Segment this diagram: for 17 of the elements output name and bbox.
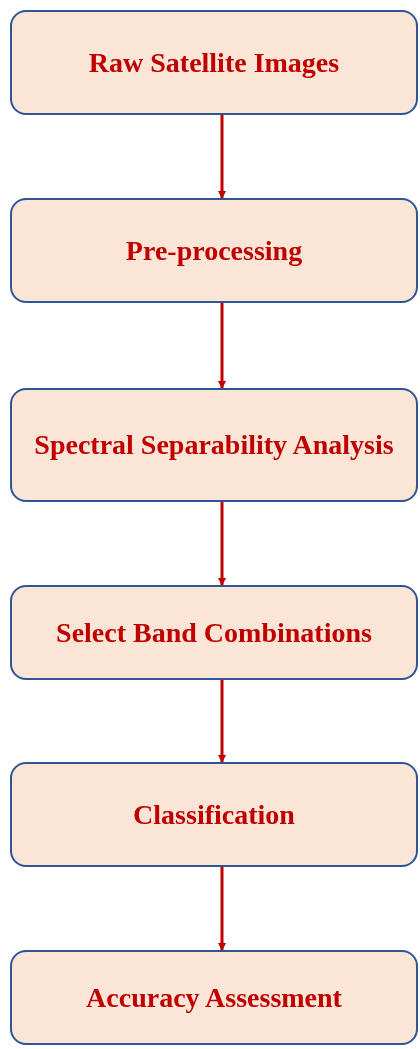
- process-box: [10, 198, 418, 303]
- step-label: Classification: [133, 797, 295, 832]
- process-box: [10, 388, 418, 502]
- step-label: Spectral Separability Analysis: [34, 428, 394, 463]
- process-box: [10, 10, 418, 115]
- arrow: [218, 680, 226, 763]
- process-box: [10, 585, 418, 680]
- arrow: [218, 115, 226, 199]
- step-label: Select Band Combinations: [56, 615, 372, 650]
- step-label: Raw Satellite Images: [88, 45, 340, 80]
- arrow: [218, 867, 226, 951]
- arrow: [218, 303, 226, 389]
- step-label: Accuracy Assessment: [86, 980, 342, 1015]
- process-box: [10, 762, 418, 867]
- arrow: [218, 502, 226, 586]
- process-box: [10, 950, 418, 1045]
- step-label: Pre-processing: [125, 233, 303, 268]
